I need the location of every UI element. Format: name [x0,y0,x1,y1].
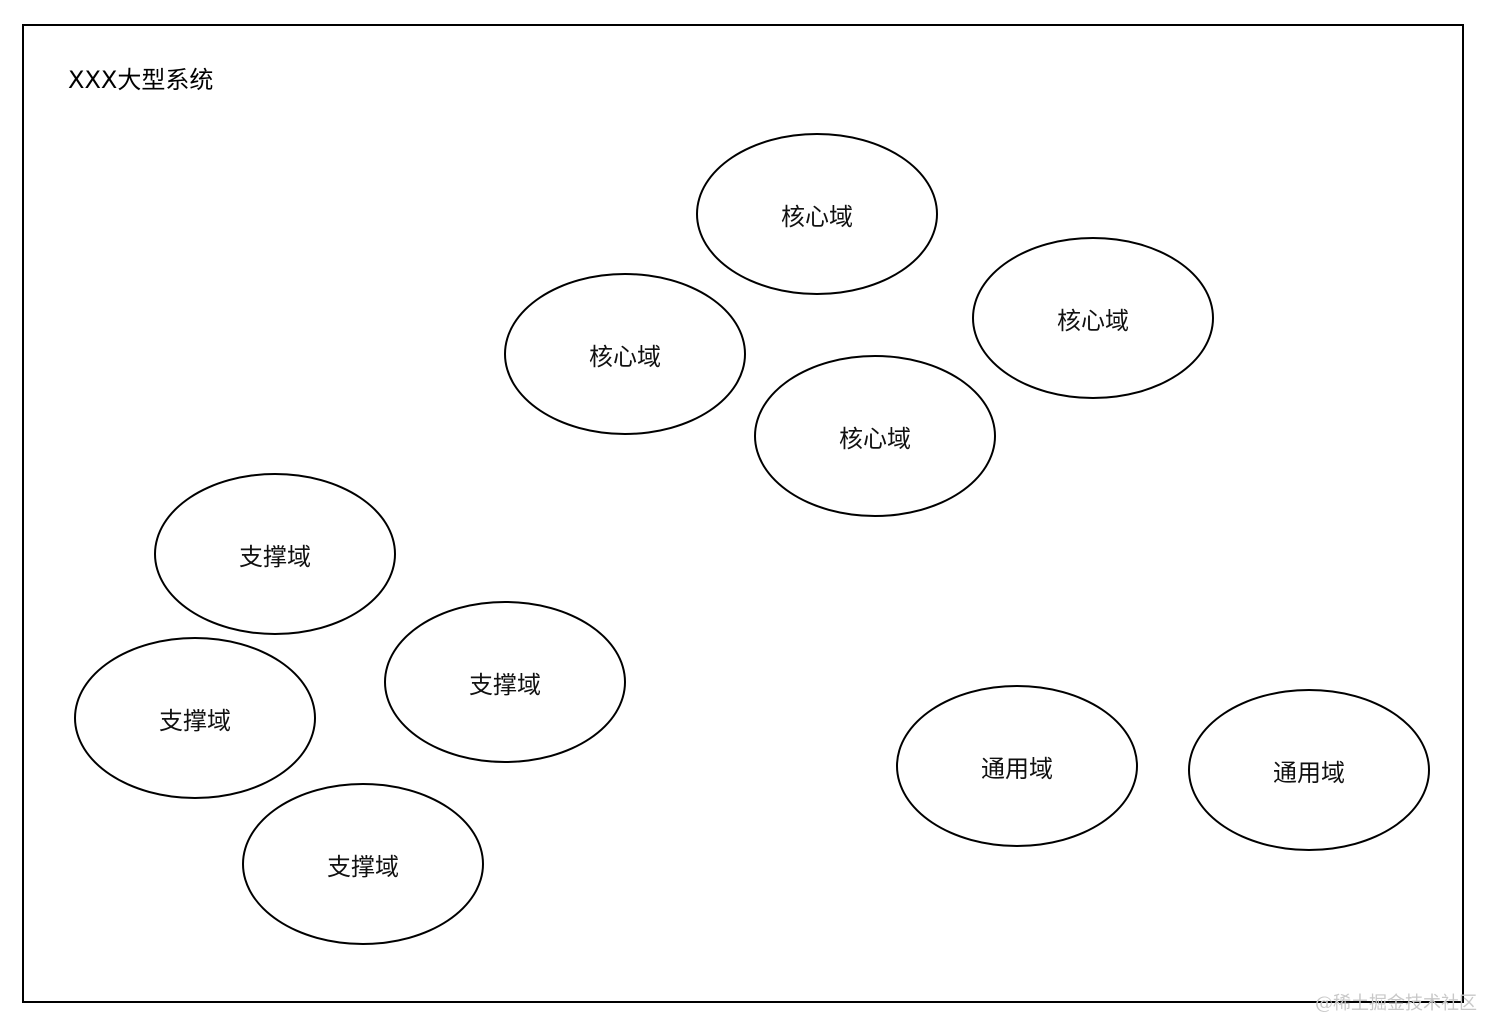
domain-ellipse-generic: 通用域 [896,685,1138,847]
domain-label: 支撑域 [327,852,399,881]
domain-label: 核心域 [589,342,661,371]
domain-ellipse-core: 核心域 [754,355,996,517]
domain-label: 核心域 [1057,306,1129,335]
domain-label: 支撑域 [239,542,311,571]
domain-ellipse-support: 支撑域 [384,601,626,763]
domain-ellipse-generic: 通用域 [1188,689,1430,851]
domain-ellipse-support: 支撑域 [242,783,484,945]
domain-ellipse-support: 支撑域 [74,637,316,799]
domain-ellipse-core: 核心域 [504,273,746,435]
domain-label: 支撑域 [469,670,541,699]
watermark: @稀土掘金技术社区 [1315,993,1477,1014]
domain-ellipse-core: 核心域 [696,133,938,295]
domain-label: 支撑域 [159,706,231,735]
domain-label: 通用域 [1273,758,1345,787]
domain-ellipse-core: 核心域 [972,237,1214,399]
domain-label: 核心域 [839,424,911,453]
domain-label: 通用域 [981,754,1053,783]
system-title: XXX大型系统 [68,66,214,94]
domain-ellipse-support: 支撑域 [154,473,396,635]
domain-label: 核心域 [781,202,853,231]
system-boundary [22,24,1464,1003]
